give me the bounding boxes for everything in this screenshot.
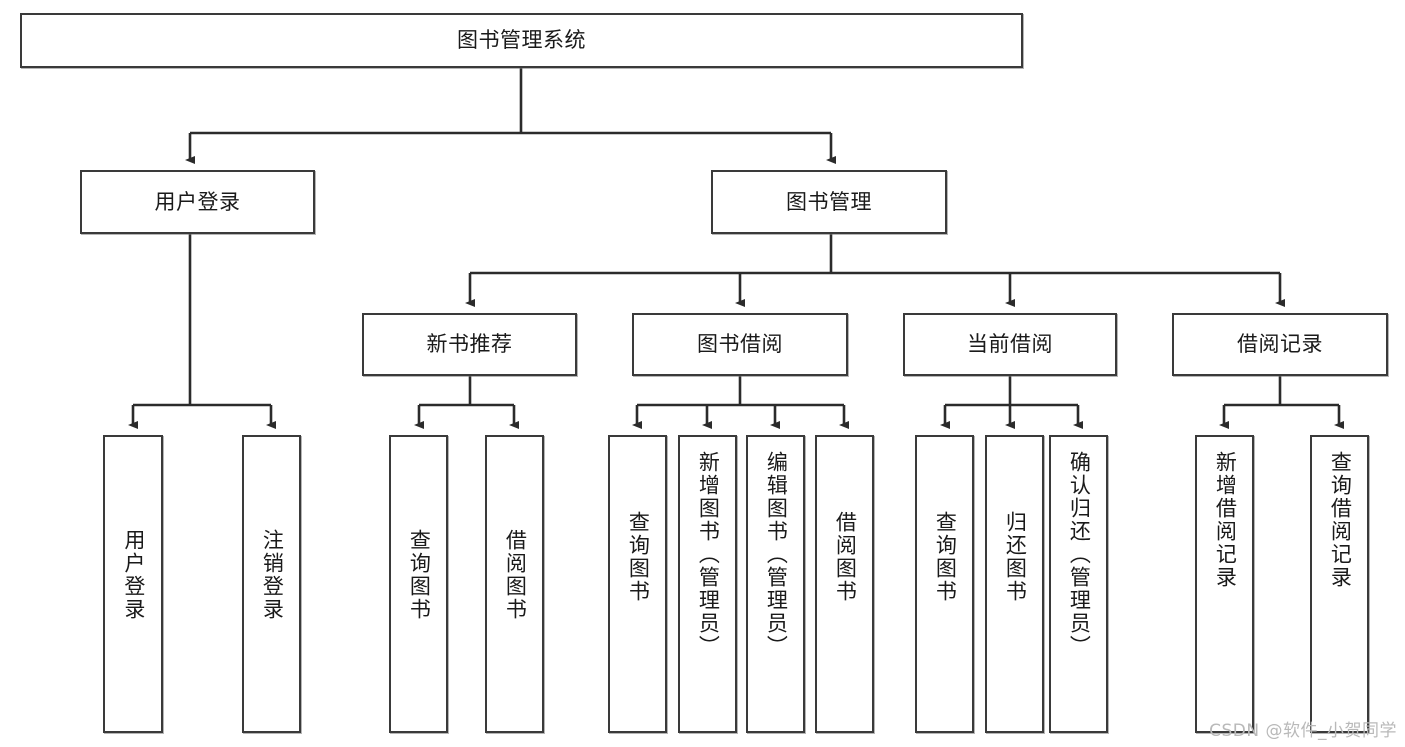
node-label: 借阅记录: [1237, 332, 1323, 357]
node-label: 确认归还（管理员）: [1067, 451, 1092, 658]
node-label: 查询图书: [407, 529, 432, 621]
node-leaf-borrow-book[interactable]: 借阅图书: [815, 435, 874, 733]
node-borrow-record[interactable]: 借阅记录: [1172, 313, 1388, 376]
node-leaf-user-login[interactable]: 用户登录: [103, 435, 163, 733]
node-leaf-query-book-borrow[interactable]: 查询图书: [608, 435, 667, 733]
node-label: 当前借阅: [967, 332, 1053, 357]
node-leaf-borrow-book-recommend[interactable]: 借阅图书: [485, 435, 544, 733]
node-label: 图书管理系统: [457, 28, 586, 53]
node-label: 用户登录: [121, 529, 146, 621]
node-book-borrow[interactable]: 图书借阅: [632, 313, 848, 376]
node-label: 查询图书: [626, 511, 651, 603]
node-label: 新增图书（管理员）: [696, 451, 721, 658]
node-book-management[interactable]: 图书管理: [711, 170, 947, 234]
node-current-borrow[interactable]: 当前借阅: [903, 313, 1117, 376]
node-user-login[interactable]: 用户登录: [80, 170, 315, 234]
node-leaf-return-book[interactable]: 归还图书: [985, 435, 1044, 733]
node-leaf-edit-book-admin[interactable]: 编辑图书（管理员）: [746, 435, 805, 733]
node-label: 注销登录: [260, 529, 285, 621]
node-root-book-management-system[interactable]: 图书管理系统: [20, 13, 1023, 68]
node-leaf-query-book-recommend[interactable]: 查询图书: [389, 435, 448, 733]
node-label: 用户登录: [154, 189, 241, 214]
node-leaf-confirm-return-admin[interactable]: 确认归还（管理员）: [1049, 435, 1108, 733]
node-label: 新书推荐: [426, 332, 513, 357]
node-label: 图书管理: [786, 189, 872, 214]
node-label: 借阅图书: [833, 511, 858, 603]
node-leaf-query-book-current[interactable]: 查询图书: [915, 435, 974, 733]
node-label: 查询图书: [933, 511, 958, 603]
node-label: 查询借阅记录: [1328, 451, 1353, 589]
node-leaf-query-borrow-record[interactable]: 查询借阅记录: [1310, 435, 1369, 733]
node-new-book-recommend[interactable]: 新书推荐: [362, 313, 577, 376]
node-label: 新增借阅记录: [1213, 451, 1238, 589]
node-label: 归还图书: [1003, 511, 1028, 603]
node-label: 编辑图书（管理员）: [764, 451, 789, 658]
node-label: 图书借阅: [697, 332, 783, 357]
node-leaf-add-book-admin[interactable]: 新增图书（管理员）: [678, 435, 737, 733]
node-label: 借阅图书: [503, 529, 528, 621]
node-leaf-logout[interactable]: 注销登录: [242, 435, 301, 733]
node-leaf-add-borrow-record[interactable]: 新增借阅记录: [1195, 435, 1254, 733]
watermark: CSDN @软件_小贺同学: [1209, 721, 1397, 741]
